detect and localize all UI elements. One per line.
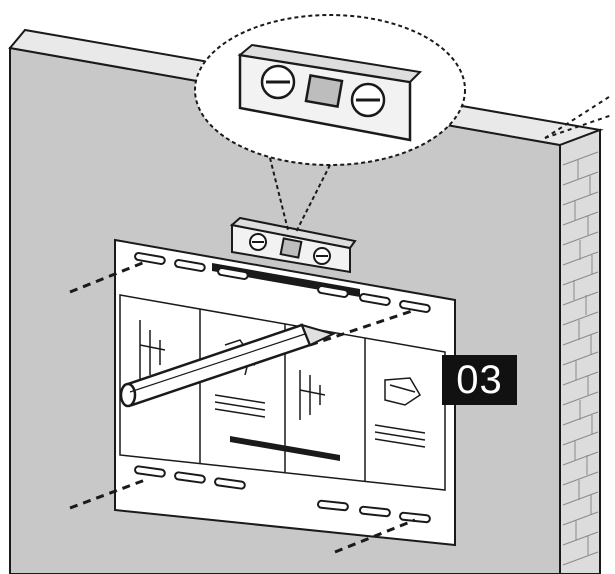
wall-template xyxy=(114,238,456,547)
step-number-badge: 03 xyxy=(442,355,517,405)
magnified-level-callout xyxy=(194,14,466,233)
edge-guide-line xyxy=(544,94,613,139)
template-slots xyxy=(134,251,431,524)
spirit-level-icon xyxy=(229,216,357,274)
drill-guide-lines xyxy=(69,260,416,554)
pencil-icon xyxy=(119,323,336,408)
edge-guide-line-2 xyxy=(544,114,613,139)
brick-pattern xyxy=(562,151,599,566)
